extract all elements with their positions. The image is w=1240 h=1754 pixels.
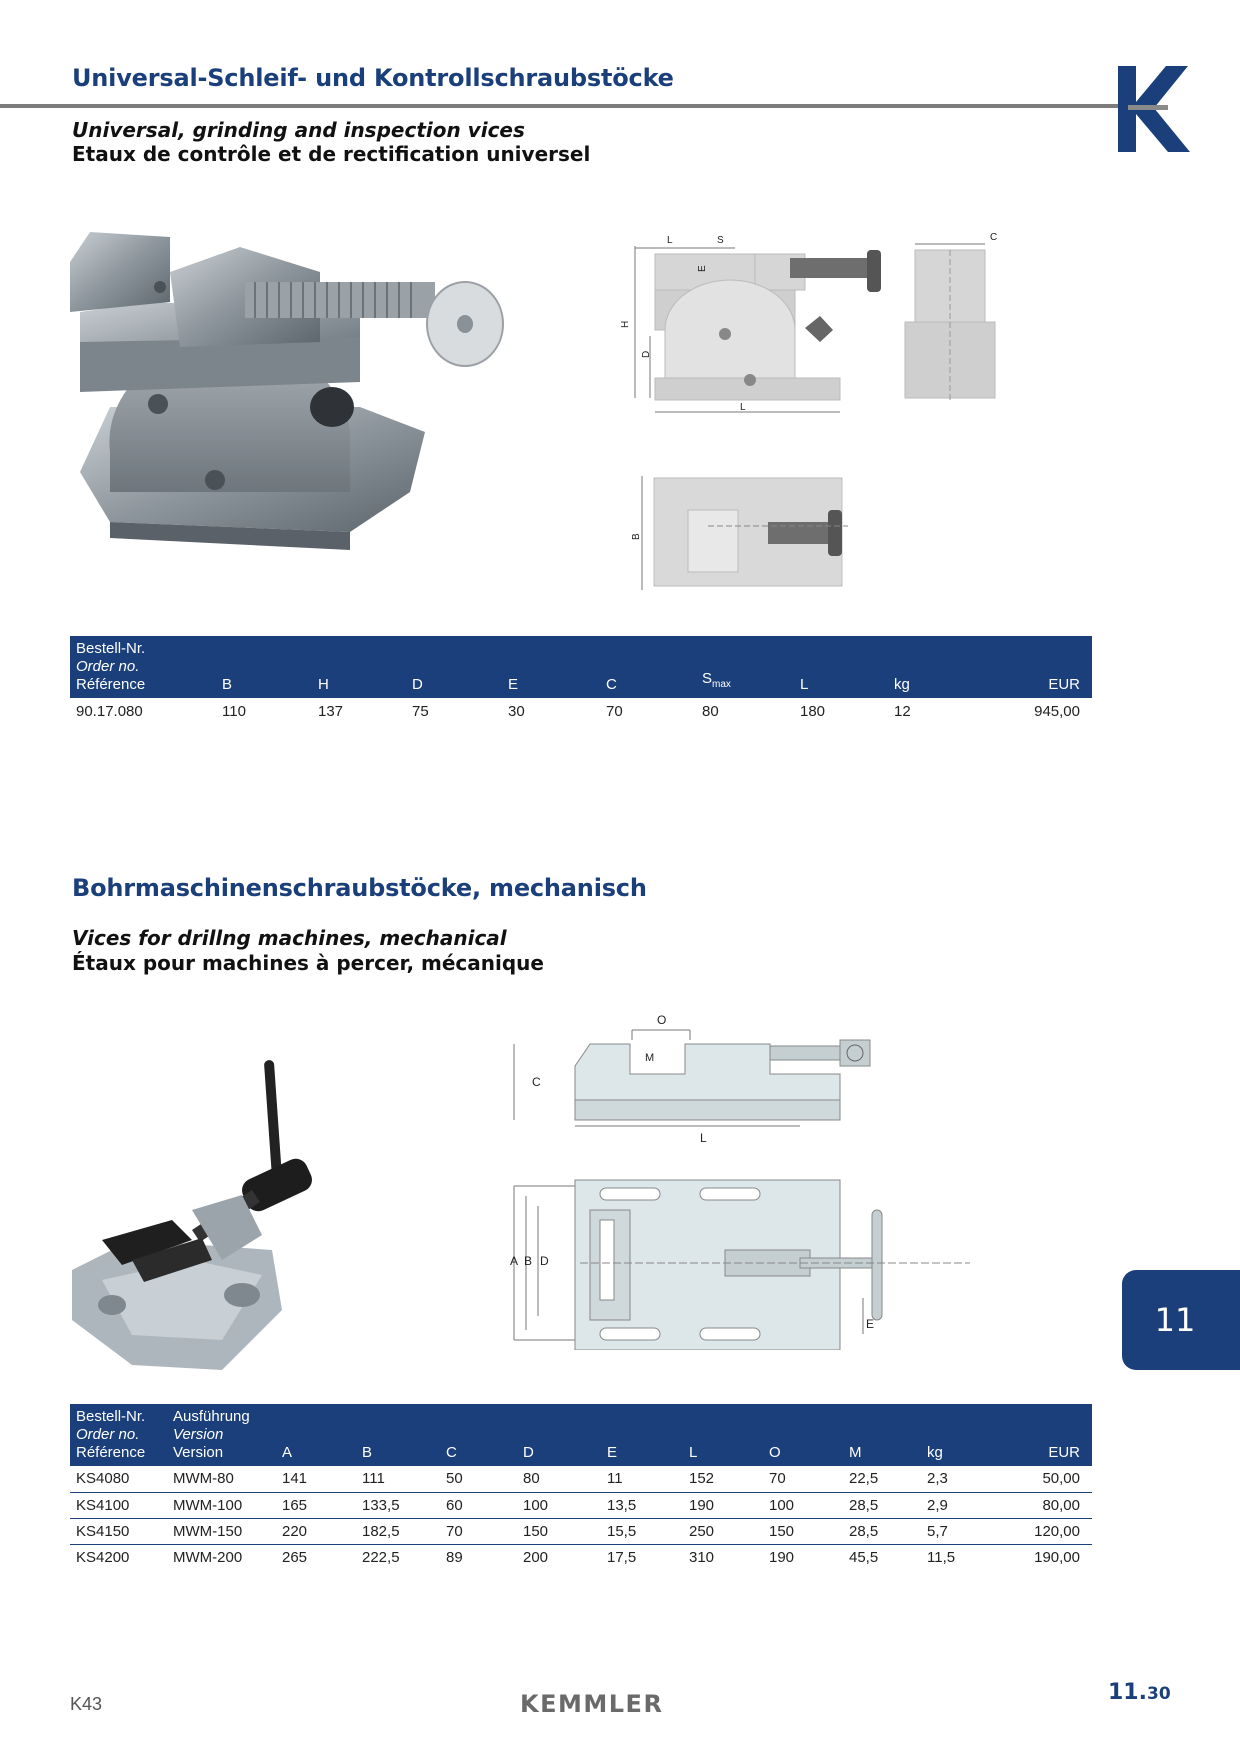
col-kg: kg — [921, 1404, 992, 1466]
section-subtitle-english: Vices for drillng machines, mechanical — [72, 926, 507, 950]
universal-vice-top-diagram: B — [631, 476, 848, 590]
col-kg: kg — [888, 636, 982, 698]
dim-label-c: C — [990, 232, 997, 243]
subtitle-french: Etaux de contrôle et de rectification un… — [72, 142, 591, 166]
col-order-number: Bestell-Nr. Order no. Référence — [70, 636, 216, 698]
col-a: A — [276, 1404, 356, 1466]
col-eur: EUR — [992, 1404, 1092, 1466]
dim-label-e: E — [866, 1317, 874, 1331]
col-h: H — [312, 636, 406, 698]
col-s-max: Smax — [696, 636, 794, 698]
col-l: L — [794, 636, 888, 698]
dim-label-l-top: L — [667, 235, 673, 246]
drill-vice-spec-table: Bestell-Nr. Order no. Référence Ausführu… — [70, 1404, 1092, 1570]
chapter-tab[interactable]: 11 — [1122, 1270, 1240, 1370]
dim-label-b: B — [524, 1254, 532, 1268]
col-order-number: Bestell-Nr. Order no. Référence — [70, 1404, 167, 1466]
universal-vice-photo — [70, 232, 504, 550]
col-m: M — [843, 1404, 921, 1466]
dim-label-d: D — [540, 1254, 549, 1268]
col-l: L — [683, 1404, 763, 1466]
col-d: D — [517, 1404, 601, 1466]
header-divider — [0, 104, 1122, 108]
page-number: 11.30 — [1108, 1680, 1171, 1705]
dim-label-e: E — [697, 265, 708, 272]
col-c: C — [600, 636, 696, 698]
dim-label-c: C — [532, 1075, 541, 1089]
dim-label-h: H — [620, 321, 631, 328]
dim-label-l-bottom: L — [740, 402, 746, 413]
section-subtitle-french: Étaux pour machines à percer, mécanique — [72, 951, 544, 975]
dim-label-m: M — [645, 1052, 654, 1064]
table-header-row: Bestell-Nr. Order no. Référence Ausführu… — [70, 1404, 1092, 1466]
dim-label-l: L — [700, 1131, 707, 1145]
col-version: Ausführung Version Version — [167, 1404, 276, 1466]
drill-vice-photo — [72, 1060, 312, 1370]
col-e: E — [502, 636, 600, 698]
col-e: E — [601, 1404, 683, 1466]
footer-code: K43 — [70, 1694, 103, 1714]
col-d: D — [406, 636, 502, 698]
dim-label-s: S — [717, 235, 724, 246]
universal-vice-spec-table: Bestell-Nr. Order no. Référence B H D E … — [70, 636, 1092, 724]
table-row: 90.17.080 110 137 75 30 70 80 180 12 945… — [76, 702, 1080, 720]
section-title-drill-vices: Bohrmaschinenschraubstöcke, mechanisch — [72, 874, 647, 902]
subtitle-english: Universal, grinding and inspection vices — [72, 118, 525, 142]
universal-vice-side-diagram: L S E H D L C — [620, 232, 997, 413]
col-c: C — [440, 1404, 517, 1466]
dim-label-a: A — [510, 1254, 518, 1268]
col-eur: EUR — [982, 636, 1092, 698]
page-title: Universal-Schleif- und Kontrollschraubst… — [72, 64, 674, 92]
dim-label-d: D — [641, 351, 652, 358]
dim-label-b: B — [631, 533, 642, 540]
col-o: O — [763, 1404, 843, 1466]
footer-brand: KEMMLER — [520, 1690, 664, 1718]
col-b: B — [216, 636, 312, 698]
table-header-row: Bestell-Nr. Order no. Référence B H D E … — [70, 636, 1092, 698]
drill-vice-diagram: O M C L A B D E — [510, 1013, 970, 1350]
kemmler-logo-icon — [1118, 66, 1190, 152]
dim-label-o: O — [657, 1013, 666, 1027]
col-b: B — [356, 1404, 440, 1466]
